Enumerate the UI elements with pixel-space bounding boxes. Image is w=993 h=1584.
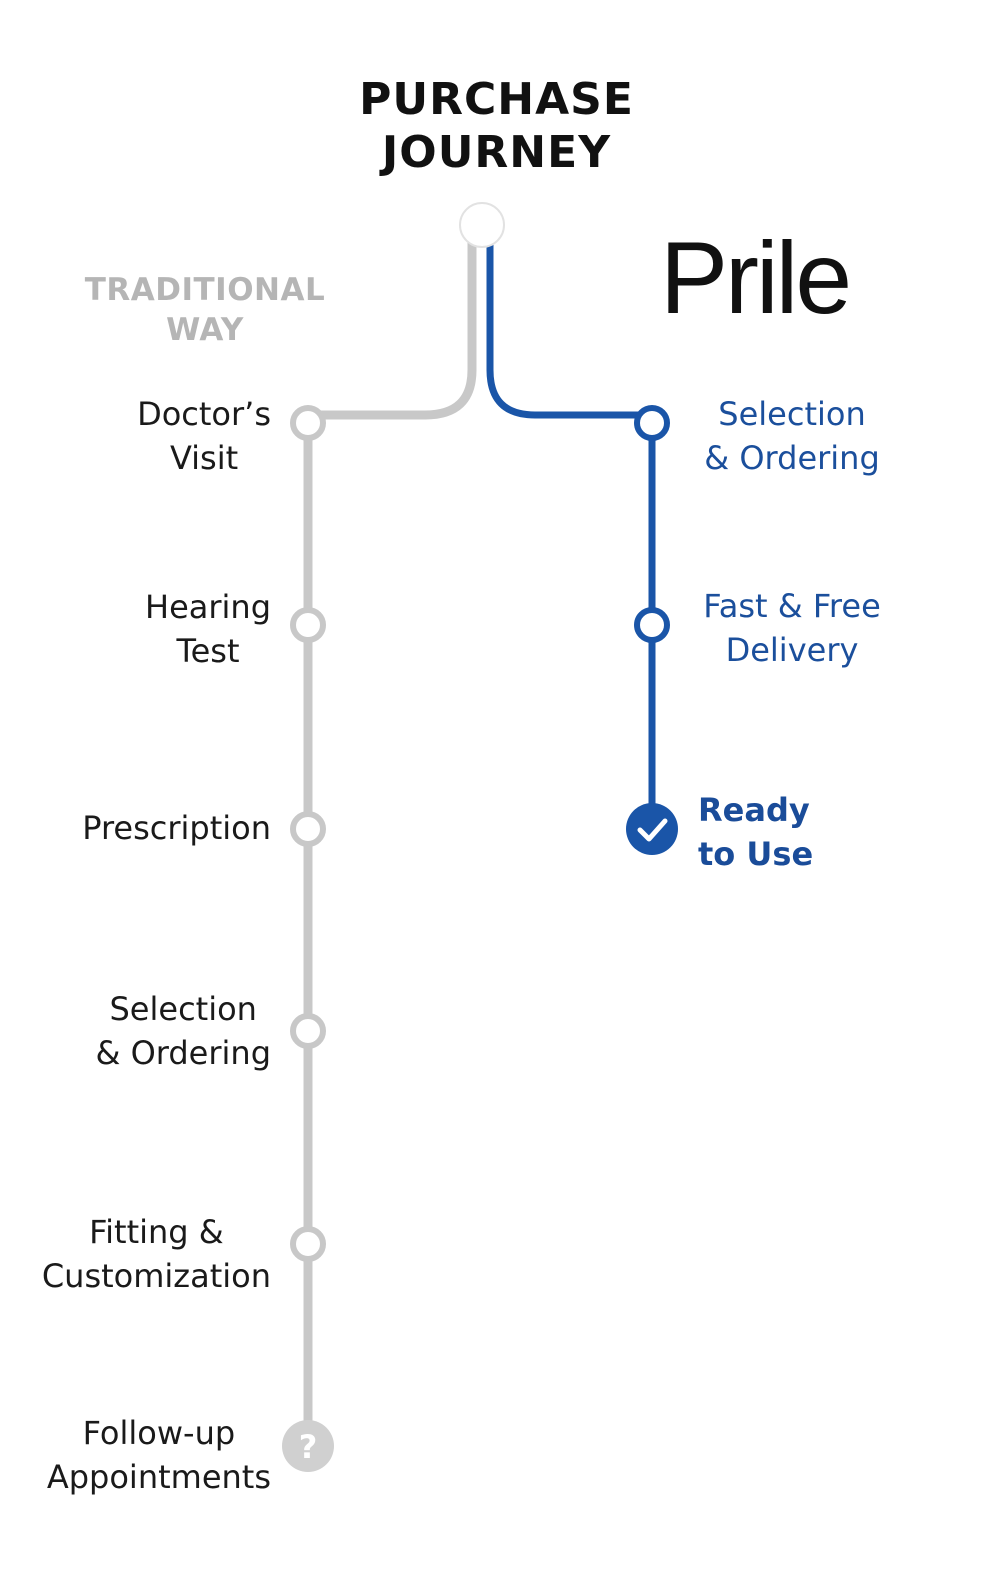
- step-label-line-1: Fitting &: [89, 1213, 224, 1251]
- traditional-step-follow-up-appointments: Follow-up Appointments: [47, 1411, 271, 1499]
- step-label-line-1: Hearing: [145, 588, 271, 626]
- prile-step-selection-ordering: Selection & Ordering: [692, 392, 892, 480]
- traditional-step-hearing-test: Hearing Test: [145, 585, 271, 673]
- traditional-node-4: [290, 1013, 326, 1049]
- traditional-node-2: [290, 607, 326, 643]
- start-node: [459, 202, 505, 248]
- page-title-line-2: JOURNEY: [381, 127, 612, 178]
- step-label-line-2: Test: [176, 632, 240, 670]
- traditional-step-fitting-customization: Fitting & Customization: [42, 1210, 271, 1298]
- traditional-step-prescription: Prescription: [82, 806, 271, 850]
- page-title-line-1: PURCHASE: [359, 74, 634, 125]
- step-label-line-1: Fast & Free: [703, 587, 881, 625]
- step-label-line-2: Appointments: [46, 1458, 271, 1496]
- prile-logo: Prile: [660, 221, 852, 335]
- step-label-line-1: Prescription: [82, 809, 271, 847]
- prile-step-fast-free-delivery: Fast & Free Delivery: [692, 584, 892, 672]
- step-label-line-1: Selection: [109, 990, 257, 1028]
- question-icon: ?: [282, 1420, 334, 1472]
- step-label-line-2: Delivery: [725, 631, 859, 669]
- prile-node-2: [634, 607, 670, 643]
- traditional-node-5: [290, 1226, 326, 1262]
- step-label-line-2: Customization: [41, 1257, 271, 1295]
- step-label-line-2: Visit: [169, 439, 239, 477]
- traditional-node-3: [290, 811, 326, 847]
- step-label-line-1: Selection: [718, 395, 866, 433]
- prile-node-1: [634, 405, 670, 441]
- step-label-line-2: & Ordering: [704, 439, 880, 477]
- step-label-line-2: & Ordering: [95, 1034, 271, 1072]
- traditional-step-doctors-visit: Doctor’s Visit: [137, 392, 271, 480]
- check-icon: [626, 803, 678, 855]
- traditional-path: [303, 230, 477, 1425]
- traditional-step-selection-ordering: Selection & Ordering: [95, 987, 271, 1075]
- step-label-line-1: Doctor’s: [137, 395, 271, 433]
- step-label-line-1: Ready: [698, 791, 810, 829]
- question-mark: ?: [299, 1428, 318, 1466]
- traditional-label-line-1: TRADITIONAL: [84, 272, 326, 308]
- traditional-label-line-2: WAY: [166, 312, 244, 348]
- prile-step-ready-to-use: Ready to Use: [698, 788, 813, 876]
- prile-path: [486, 231, 656, 824]
- step-label-line-1: Follow-up: [82, 1414, 236, 1452]
- traditional-node-1: [290, 405, 326, 441]
- step-label-line-2: to Use: [698, 835, 814, 873]
